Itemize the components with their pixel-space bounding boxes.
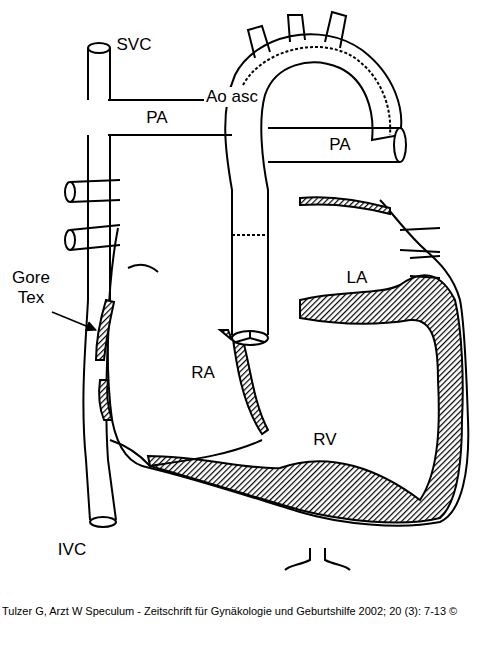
part-label: Ao asc [204,87,260,107]
ventricle-wall [148,275,463,522]
pulmonary-vein [70,180,120,202]
aortic-valve-cusps [236,331,264,342]
part-label: IVC [56,540,88,560]
suture-line [232,234,268,236]
septum [232,330,268,434]
aorta [225,34,401,335]
vessel-end [65,182,75,202]
part-label: SVC [115,35,154,55]
part-label: RV [311,430,338,450]
gore-tex-patch [99,380,112,420]
vessel-end [88,43,110,53]
neck-vessel [288,15,305,42]
part-label: LA [345,268,370,288]
descending-aorta [285,548,350,570]
pulmonary-vein [410,256,440,278]
part-label: PA [144,108,169,128]
pulmonary-vein [128,265,158,272]
part-label: RA [189,363,217,383]
pulmonary-vein [400,228,440,252]
part-label: PA [327,135,352,155]
valve-leaflet [220,330,232,340]
valve-line [150,440,262,466]
svc [88,48,110,100]
pulmonary-vein [70,225,120,250]
aortic-valve [232,331,268,345]
neck-vessel [325,12,346,48]
gore-tex-patch [96,300,114,360]
left-pulmonary-artery [268,128,400,162]
vessel-end [394,128,406,162]
vessel-end [65,230,75,250]
heart-outline [108,200,469,526]
ivc-junction [110,440,150,466]
arch-suture [243,47,390,135]
pa-band [300,197,390,214]
caption: Tulzer G, Arzt W Speculum - Zeitschrift … [2,604,490,619]
part-label: Gore Tex [3,268,59,307]
leader-arrow [52,312,96,330]
vessel-end [90,517,116,527]
neck-vessel [248,26,270,58]
